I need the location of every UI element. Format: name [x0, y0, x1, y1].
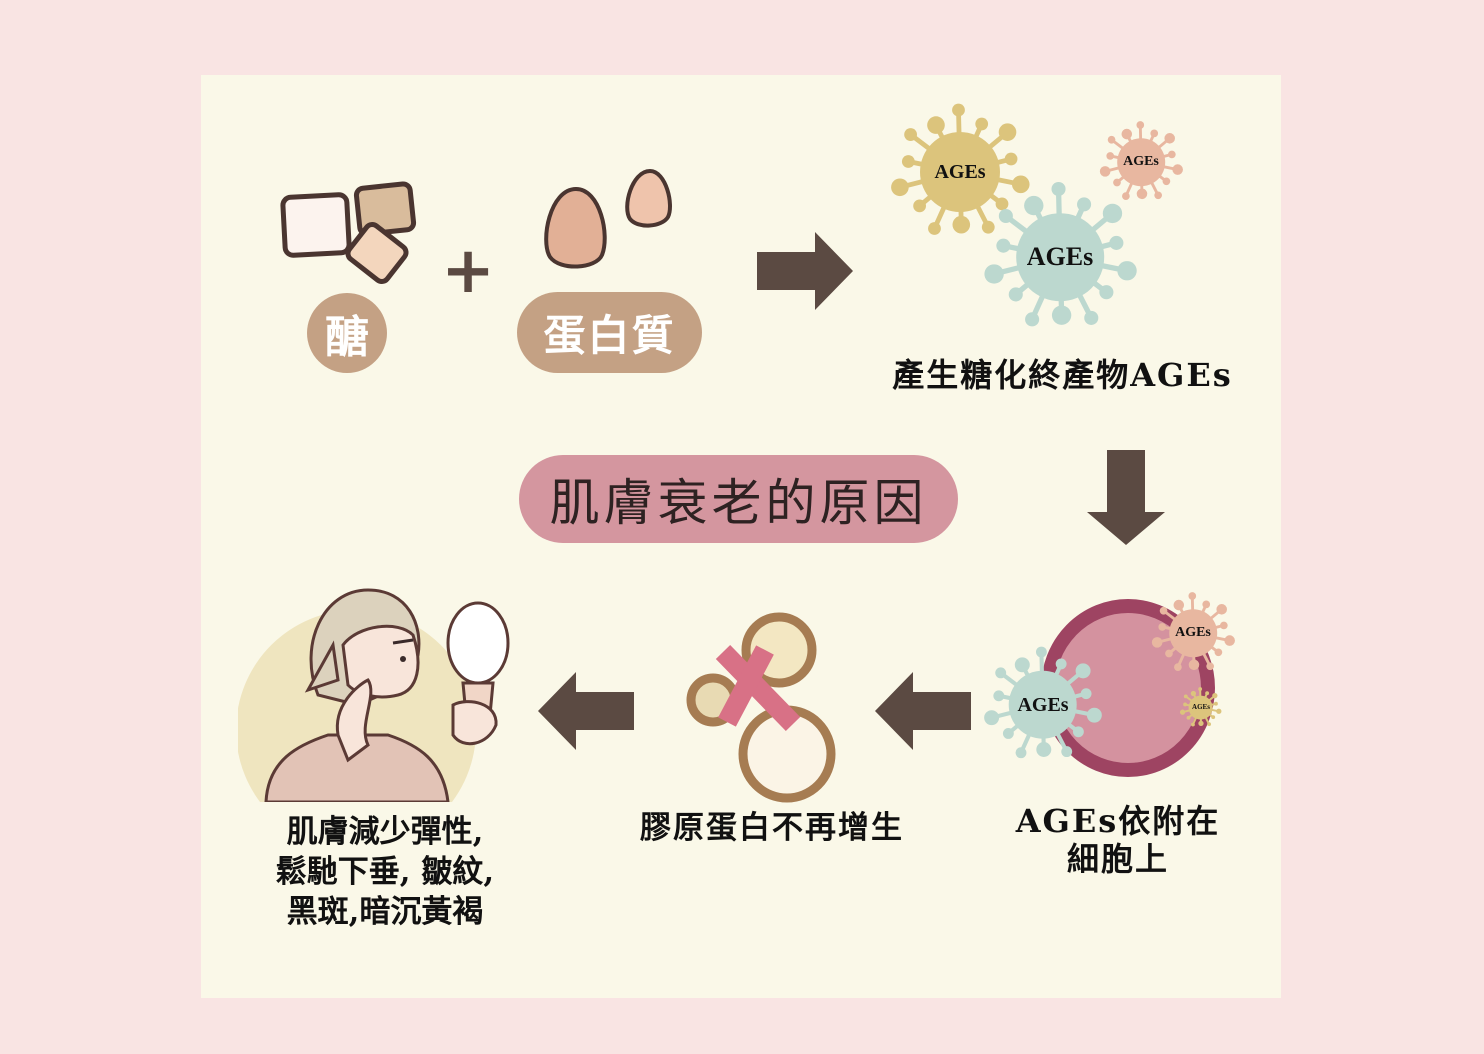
- protein-label: 蛋白質: [517, 292, 702, 373]
- step4-caption-line: 黑斑,暗沉黃褐: [286, 894, 484, 930]
- collagen-crossed-icon: [686, 612, 836, 803]
- arrow-right-icon: [757, 232, 853, 310]
- virus-icon: [1099, 120, 1183, 200]
- virus-icon: [1180, 687, 1222, 727]
- virus-label: AGEs: [1192, 703, 1210, 712]
- step1-caption: 產生糖化終產物AGEs: [892, 356, 1233, 394]
- step4-caption-line: 鬆馳下垂, 皺紋,: [275, 854, 495, 890]
- virus-icon: [984, 181, 1137, 327]
- virus-label: AGEs: [934, 161, 986, 183]
- plus-sign: +: [441, 234, 495, 308]
- sugar-cubes-icon: [280, 181, 417, 284]
- virus-icon: [891, 103, 1030, 235]
- virus-label: AGEs: [1017, 694, 1069, 716]
- arrow-down-icon: [1087, 450, 1165, 545]
- arrow-left-icon: [538, 672, 634, 750]
- sugar-label: 醣: [307, 293, 387, 373]
- step4-caption: 肌膚減少彈性, 鬆馳下垂, 皺紋, 黑斑,暗沉黃褐: [245, 812, 525, 932]
- woman-with-mirror-illustration: [238, 588, 510, 802]
- virus-label: AGEs: [1123, 153, 1159, 169]
- step2-caption: AGEs依附在 細胞上: [1000, 802, 1236, 878]
- arrow-left-icon: [875, 672, 971, 750]
- virus-icon: [1151, 591, 1235, 671]
- virus-icon: [984, 646, 1103, 759]
- step3-caption: 膠原蛋白不再增生: [640, 810, 904, 846]
- egg-icon: [544, 168, 672, 269]
- virus-label: AGEs: [1026, 242, 1094, 272]
- step2-caption-line: 細胞上: [1066, 840, 1169, 878]
- step2-caption-line: AGEs依附在: [1015, 802, 1221, 840]
- step4-caption-line: 肌膚減少彈性,: [286, 814, 484, 850]
- page-title: 肌膚衰老的原因: [519, 455, 958, 543]
- virus-label: AGEs: [1175, 624, 1211, 640]
